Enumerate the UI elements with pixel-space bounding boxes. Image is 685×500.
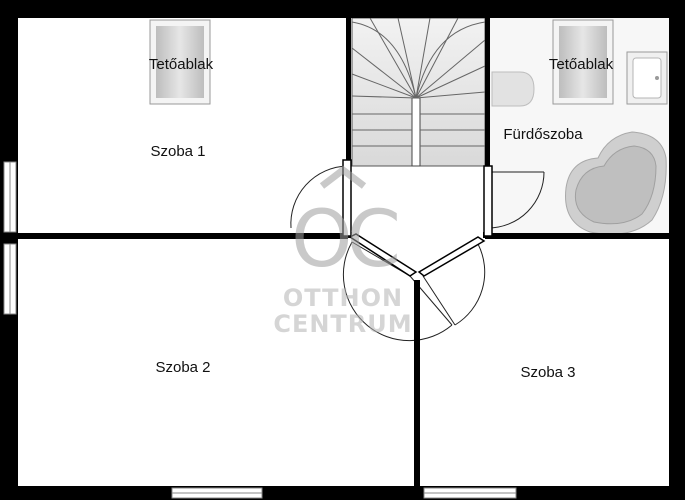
door-frames <box>342 159 493 277</box>
skylight-label-right: Tetőablak <box>549 56 614 73</box>
window-left-lower <box>3 243 17 315</box>
watermark-line2: CENTRUM <box>273 310 412 338</box>
watermark-line1: OTTHON <box>283 284 403 312</box>
staircase <box>351 17 486 167</box>
skylight-label-left: Tetőablak <box>149 56 214 73</box>
skylight-left <box>149 19 211 105</box>
watermark-logo: OC OTTHON CENTRUM <box>273 165 412 338</box>
sink <box>626 51 668 105</box>
door-bathroom <box>487 171 545 229</box>
room-label-szoba3: Szoba 3 <box>520 364 575 381</box>
room-label-bathroom: Fürdőszoba <box>503 126 583 143</box>
room-label-szoba1: Szoba 1 <box>150 143 205 160</box>
watermark-monogram: OC <box>291 195 397 285</box>
bathtub <box>565 131 667 235</box>
window-left-upper <box>3 161 17 233</box>
toilet <box>491 71 535 107</box>
room-label-szoba2: Szoba 2 <box>155 359 210 376</box>
window-bottom-left <box>171 487 263 499</box>
skylight-right <box>552 19 614 105</box>
window-bottom-right <box>423 487 517 499</box>
